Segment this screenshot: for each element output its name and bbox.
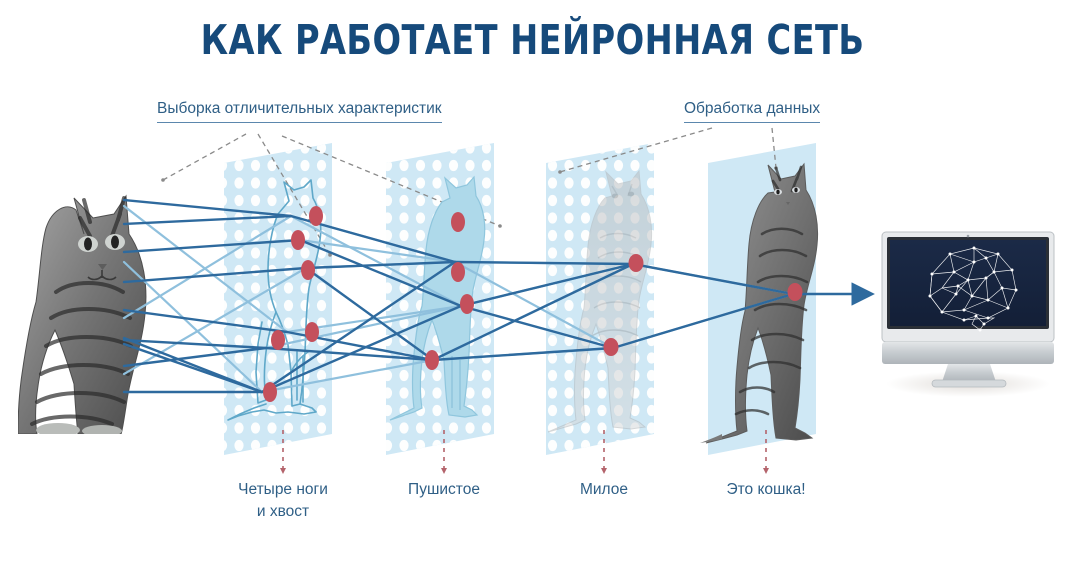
monitor-chin bbox=[882, 342, 1054, 364]
layer-label-2: Пушистое bbox=[408, 479, 480, 501]
network-nodes bbox=[263, 206, 803, 402]
layer-label-1-line1: Четыре ноги bbox=[238, 481, 328, 498]
layer-label-3-line1: Милое bbox=[579, 481, 629, 498]
source-cat-face bbox=[78, 234, 125, 281]
layer3-edges bbox=[611, 262, 795, 350]
source-cat-photo bbox=[18, 194, 147, 434]
layer-label-1-line2: и хвост bbox=[256, 503, 310, 521]
layer-label-2-line1: Пушистое bbox=[408, 481, 480, 498]
brain-network-nodes bbox=[928, 246, 1018, 332]
monitor-foot bbox=[931, 379, 1007, 388]
webcam-icon bbox=[966, 234, 970, 238]
annotation-feature-extraction: Выборка отличительных характеристик bbox=[157, 100, 442, 123]
drop-lines bbox=[282, 430, 767, 470]
annotation-data-processing: Обработка данных bbox=[684, 100, 821, 123]
layer-label-1: Четыре ноги и хвост bbox=[238, 479, 328, 524]
page-title: КАК РАБОТАЕТ НЕЙРОННАЯ СЕТЬ bbox=[200, 16, 865, 64]
layer-label-4-line1: Это кошка! bbox=[726, 481, 806, 498]
layer-label-4: Это кошка! bbox=[726, 479, 805, 501]
input-edges bbox=[122, 198, 308, 394]
monitor-neck bbox=[942, 364, 996, 382]
layer-label-3: Милое bbox=[580, 479, 628, 501]
drop-line-caps bbox=[280, 468, 769, 474]
computer-monitor bbox=[881, 231, 1055, 397]
